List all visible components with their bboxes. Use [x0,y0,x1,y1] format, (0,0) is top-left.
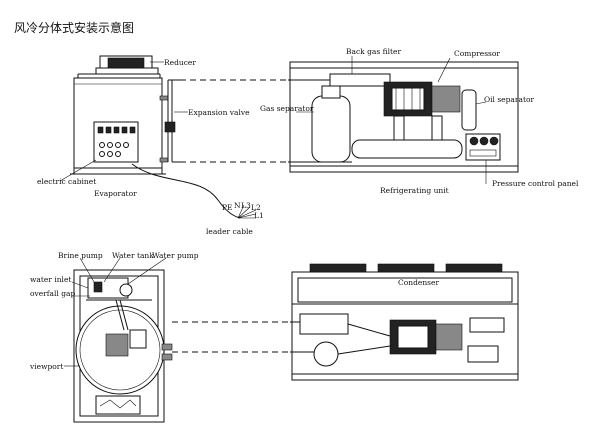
label-brine-pump: Brine pump [58,251,103,260]
gas-separator-tank [311,95,351,163]
label-electric-cabinet: electric cabinet [37,177,96,186]
label-water-tank: Water tank [112,251,154,260]
gas-separator-top [321,85,341,99]
label-reducer: Reducer [164,58,196,67]
reducer-base [95,67,159,75]
water-pump-symbol [119,283,133,297]
viewport-window [95,395,141,415]
label-evaporator: Evaporator [94,189,137,198]
condenser-receiver [299,313,349,335]
condenser-accumulator [313,341,339,367]
condenser-compressor-head [397,325,429,349]
label-water-inlet: water inlet [30,275,71,284]
suction-fitting [159,95,169,101]
condenser-oil-separator [469,317,505,333]
oil-separator-leader [475,101,487,105]
refrigerating-unit [288,61,519,173]
fan-2 [377,263,435,273]
leader-cable-line [131,163,241,219]
evaporator-unit [70,55,180,175]
label-overfall-gap: overfall gap [30,289,75,298]
water-inlet-leader [71,281,89,289]
liquid-receiver [351,139,463,159]
label-expansion-valve: Expansion valve [188,108,250,117]
label-oil-separator: Oil separator [484,95,534,104]
label-l1: L1 [254,211,264,220]
cable-wires [237,204,257,219]
label-back-gas-filter: Back gas filter [346,47,401,56]
side-fitting-right [161,353,173,361]
label-l2: L2 [251,203,261,212]
compressor-motor [431,85,461,113]
label-condenser: Condenser [398,278,439,287]
compressor-leg-right [431,115,443,141]
label-pressure-control-panel: Pressure control panel [492,179,579,188]
label-pe: PE [222,203,233,212]
condenser-motor [435,323,463,351]
label-water-pump: Water pump [152,251,199,260]
label-compressor: Compressor [454,49,500,58]
drum-hub [105,333,129,357]
label-gas-separator: Gas separator [260,104,314,113]
water-tank-leader [103,257,121,283]
oil-separator [461,89,477,131]
label-refrigerating-unit: Refrigerating unit [380,186,449,195]
water-tank-top-view [73,269,173,423]
condenser-coil [297,277,513,303]
liquid-fitting [159,157,169,163]
condenser-control [467,345,499,363]
electric-cabinet-leader [59,159,97,182]
fan-3 [445,263,503,273]
label-l3: L3 [241,201,251,210]
label-viewport: viewport [29,362,63,371]
label-leader-cable: leader cable [206,227,253,236]
drum-motor [129,329,147,349]
reducer-motor [107,57,145,69]
water-pump-leader [127,257,167,285]
compressor-leg-left [393,115,405,141]
expansion-valve-body [164,121,176,133]
compressor-leader [437,57,451,83]
diagram-title: 风冷分体式安装示意图 [14,20,134,35]
side-fitting-left [161,343,173,351]
brine-pump-symbol [93,281,103,293]
brine-pump-leader [79,257,95,283]
back-gas-filter [329,73,391,87]
fan-1 [309,263,367,273]
label-n: N [234,201,241,210]
condenser-unit [290,263,519,381]
compressor-head [391,87,425,111]
